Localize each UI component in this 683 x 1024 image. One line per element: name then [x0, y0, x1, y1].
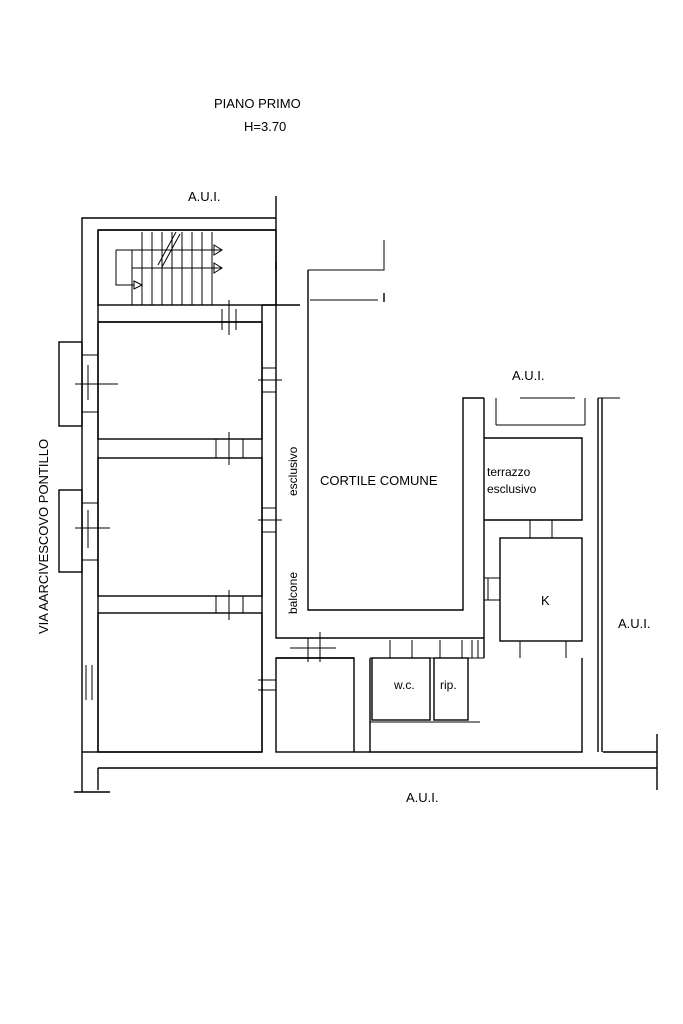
wc-label: w.c. [393, 678, 415, 692]
street-label: VIA AARCIVESCOVO PONTILLO [36, 439, 51, 634]
aui-terrace-label: A.U.I. [512, 368, 545, 383]
balcony-and-courtyard [275, 235, 484, 753]
floor-title: PIANO PRIMO [214, 96, 301, 111]
aui-right-label: A.U.I. [618, 616, 651, 631]
kitchen-label: K [541, 593, 550, 608]
balcony-label: balcone [286, 572, 300, 614]
left-rooms [97, 300, 282, 753]
right-wing [354, 397, 620, 753]
courtyard-label: CORTILE COMUNE [320, 473, 438, 488]
outer-walls [74, 196, 658, 793]
terrace-label-line2: esclusivo [487, 482, 537, 496]
terrace-label-line1: terrazzo [487, 465, 531, 479]
ceiling-height-label: H=3.70 [244, 119, 286, 134]
storage-label: rip. [440, 678, 457, 692]
aui-bottom-label: A.U.I. [406, 790, 439, 805]
aui-top-label: A.U.I. [188, 189, 221, 204]
staircase [97, 229, 385, 306]
bay-windows [58, 341, 118, 700]
balcony-esclusivo-label: esclusivo [286, 446, 300, 496]
